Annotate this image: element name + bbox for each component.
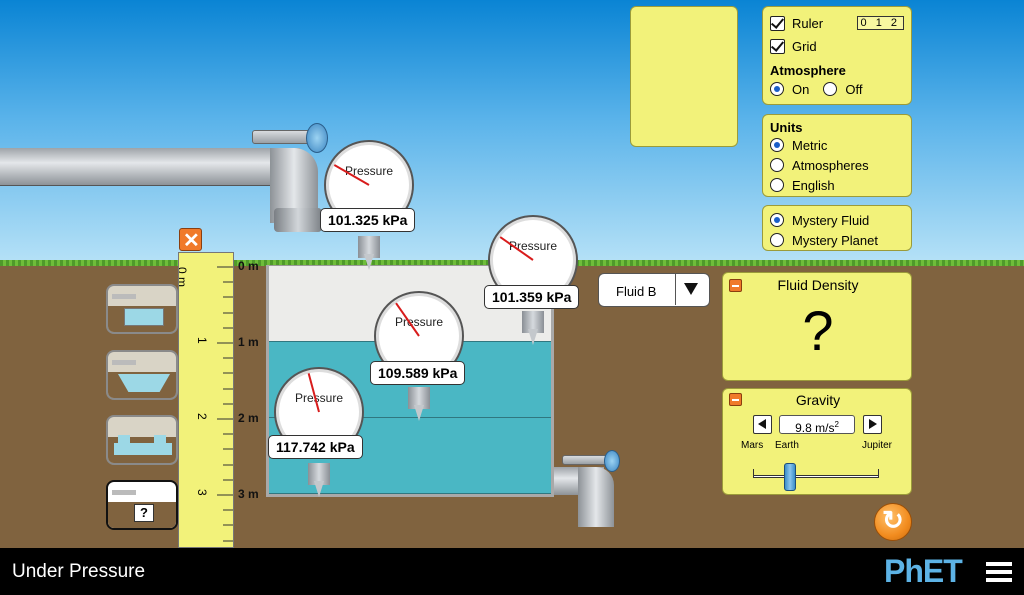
grid-label: Grid xyxy=(792,38,817,54)
arrow-left-icon xyxy=(758,419,766,429)
checkbox-checked-icon xyxy=(770,38,785,54)
gravity-exponent: 2 xyxy=(834,420,839,429)
gauge-label: Pressure xyxy=(294,391,344,405)
reset-icon: ↻ xyxy=(882,505,904,535)
radio-icon xyxy=(770,233,784,247)
radio-icon xyxy=(770,178,784,192)
gravity-slider-track[interactable] xyxy=(753,475,879,478)
units-option-atmospheres[interactable]: Atmospheres xyxy=(770,155,904,175)
dropdown-arrow-icon[interactable] xyxy=(684,283,698,295)
drain-handle[interactable] xyxy=(562,455,608,465)
gauge-value: 117.742 kPa xyxy=(268,435,363,459)
gravity-label-jupiter: Jupiter xyxy=(862,440,893,451)
gauge-toolbox[interactable] xyxy=(630,6,738,147)
menu-icon[interactable] xyxy=(986,562,1012,583)
gravity-value-display: 9.8 m/s2 xyxy=(779,415,855,435)
phet-logo[interactable]: PhET xyxy=(884,553,963,589)
gravity-decrement-button[interactable] xyxy=(753,415,772,434)
display-options-panel: Ruler 0 1 2 Grid Atmosphere On Off xyxy=(762,6,912,105)
atmosphere-off-label: Off xyxy=(845,81,863,97)
minus-icon xyxy=(732,285,739,287)
units-panel: Units Metric Atmospheres English xyxy=(762,114,912,197)
depth-label-2: 2 m xyxy=(238,411,259,425)
gravity-panel: Gravity 9.8 m/s2 Mars Earth Jupiter xyxy=(722,388,912,495)
ruler-checkbox[interactable]: Ruler 0 1 2 xyxy=(770,13,904,33)
gravity-title: Gravity xyxy=(795,392,841,408)
reset-all-button[interactable]: ↻ xyxy=(874,503,912,541)
mystery-fluid-radio[interactable]: Mystery Fluid xyxy=(770,210,904,230)
faucet-knob-icon[interactable] xyxy=(306,123,328,153)
screen-title: Under Pressure xyxy=(12,561,146,582)
fluid-combo-value: Fluid B xyxy=(616,284,657,299)
collapse-button[interactable] xyxy=(729,393,742,406)
grid-checkbox[interactable]: Grid xyxy=(770,36,904,56)
atmosphere-on-radio[interactable] xyxy=(770,82,784,96)
scene-button-mystery-pool[interactable]: ? xyxy=(106,480,178,530)
units-title: Units xyxy=(770,120,803,135)
ruler-label-3: 3 xyxy=(195,489,209,496)
radio-icon xyxy=(770,158,784,172)
scene-button-chamber-pool[interactable] xyxy=(106,415,178,465)
depth-label-1: 1 m xyxy=(238,335,259,349)
input-faucet[interactable] xyxy=(0,123,330,235)
gauge-value: 109.589 kPa xyxy=(370,361,466,385)
ruler[interactable]: 0 m 1 2 3 xyxy=(178,252,234,548)
scene-button-square-pool[interactable] xyxy=(106,284,178,334)
gravity-label-mars: Mars xyxy=(741,440,764,451)
units-option-label: Atmospheres xyxy=(792,157,869,173)
depth-label-3: 3 m xyxy=(238,487,259,501)
units-option-label: Metric xyxy=(792,137,828,153)
gravity-label-earth: Earth xyxy=(775,440,799,451)
scene-button-trapezoid-pool[interactable] xyxy=(106,350,178,400)
ruler-label: Ruler xyxy=(792,15,824,31)
gauge-label: Pressure xyxy=(344,164,394,178)
gravity-increment-button[interactable] xyxy=(863,415,882,434)
ruler-label-0: 0 m xyxy=(179,267,189,287)
units-option-metric[interactable]: Metric xyxy=(770,135,904,155)
gravity-value: 9.8 m/s xyxy=(795,421,835,435)
units-option-label: English xyxy=(792,177,835,193)
mystery-panel: Mystery Fluid Mystery Planet xyxy=(762,205,912,251)
gauge-label: Pressure xyxy=(394,315,444,329)
mystery-thumb-label: ? xyxy=(134,504,154,522)
atmosphere-on-label: On xyxy=(792,81,810,97)
fluid-density-panel: Fluid Density ? xyxy=(722,272,912,381)
collapse-button[interactable] xyxy=(729,279,742,292)
atmosphere-off-radio[interactable] xyxy=(823,82,838,96)
fluid-density-value: ? xyxy=(802,299,834,362)
drain-knob-icon[interactable] xyxy=(604,450,620,472)
fluid-combo-box[interactable]: Fluid B xyxy=(598,273,710,307)
radio-selected-icon xyxy=(770,138,784,152)
minus-icon xyxy=(732,399,739,401)
checkbox-checked-icon xyxy=(770,15,785,31)
close-icon: ✕ xyxy=(183,230,200,252)
atmosphere-title: Atmosphere xyxy=(770,63,846,78)
gravity-slider-thumb[interactable] xyxy=(783,463,796,491)
radio-selected-icon xyxy=(770,213,784,227)
ruler-close-button[interactable]: ✕ xyxy=(179,228,202,252)
fluid-density-title: Fluid Density xyxy=(777,277,859,293)
mystery-option-label: Mystery Planet xyxy=(792,232,878,248)
drain-faucet[interactable] xyxy=(552,450,622,530)
gauge-value: 101.325 kPa xyxy=(320,208,416,232)
gauge-label: Pressure xyxy=(508,239,558,253)
mystery-planet-radio[interactable]: Mystery Planet xyxy=(770,230,904,250)
faucet-handle[interactable] xyxy=(252,130,312,144)
units-option-english[interactable]: English xyxy=(770,175,904,195)
ruler-mini-icon: 0 1 2 xyxy=(856,16,904,30)
depth-label-0: 0 m xyxy=(238,259,259,273)
navigation-bar: Under Pressure PhET xyxy=(0,548,1024,595)
ruler-label-1: 1 xyxy=(195,337,209,344)
arrow-right-icon xyxy=(869,419,877,429)
ruler-label-2: 2 xyxy=(195,413,209,420)
gauge-value: 101.359 kPa xyxy=(484,285,580,309)
mystery-option-label: Mystery Fluid xyxy=(792,212,870,228)
